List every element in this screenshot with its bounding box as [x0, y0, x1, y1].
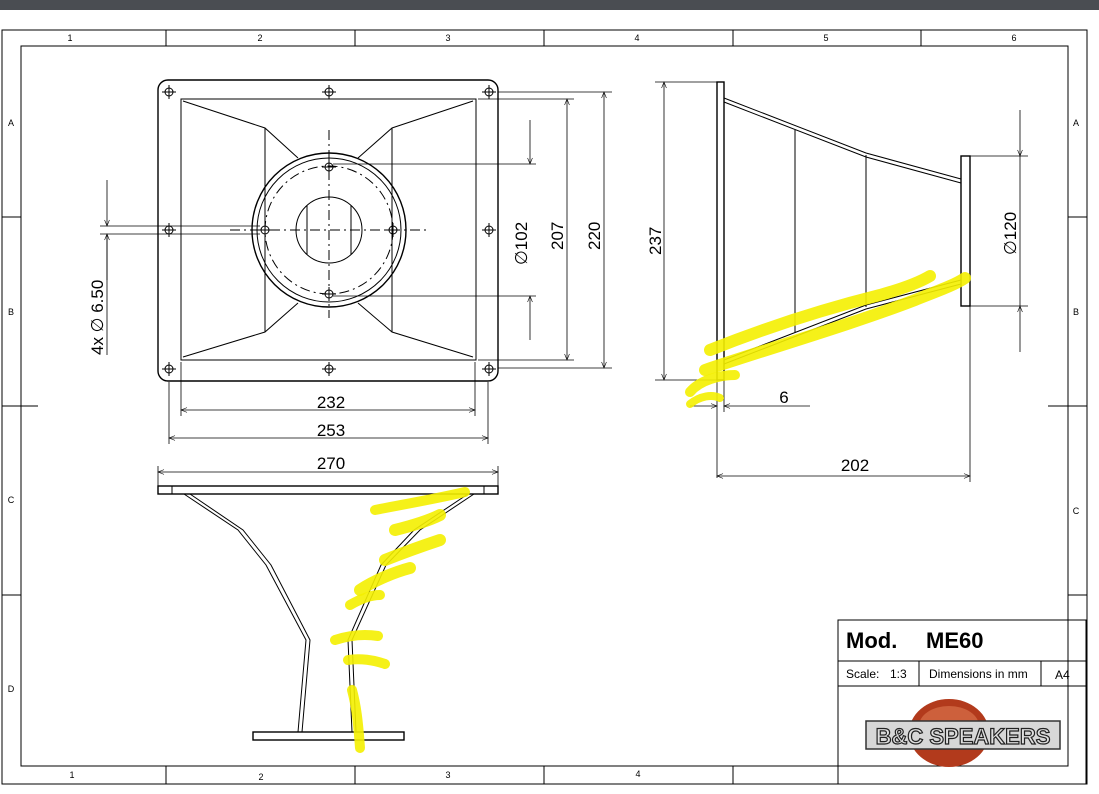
- dim-side-height: 237: [646, 227, 665, 255]
- title-block: Mod. ME60 Scale: 1:3 Dimensions in mm A4…: [837, 619, 1087, 785]
- side-view: 237 ∅120 6 202: [646, 81, 1028, 482]
- title-scale-label: Scale:: [846, 667, 879, 681]
- front-view: 4x ∅ 6.50 ∅102 207 220 232 253: [88, 79, 612, 444]
- zone-row-a-left: A: [8, 118, 14, 128]
- zone-row-c-right: C: [1073, 506, 1080, 516]
- title-mod-label: Mod.: [846, 628, 897, 653]
- dim-depth: 202: [841, 456, 869, 475]
- zone-col-5: 5: [823, 33, 828, 43]
- zone-row-d-left: D: [8, 684, 15, 694]
- zone-col-2: 2: [257, 33, 262, 43]
- dim-outer-width: 253: [317, 421, 345, 440]
- dim-throat-flange-diameter: ∅120: [1001, 212, 1020, 255]
- dim-top-width: 270: [317, 454, 345, 473]
- zone-col-4: 4: [634, 33, 639, 43]
- top-throat-flange: [252, 731, 405, 741]
- zone-col-1: 1: [67, 33, 72, 43]
- zone-bottom-col-3: 3: [445, 770, 450, 780]
- dim-throat-diameter: ∅102: [512, 222, 531, 265]
- title-model: ME60: [926, 628, 983, 653]
- zone-row-b-right: B: [1073, 307, 1079, 317]
- sheet-inner-frame: [20, 45, 1069, 767]
- zone-ticks: [2, 30, 1087, 784]
- title-scale-value: 1:3: [890, 667, 907, 681]
- dim-inner-height: 207: [548, 222, 567, 250]
- bc-speakers-logo: B&C SPEAKERS: [865, 699, 1061, 767]
- dim-hole-note: 4x ∅ 6.50: [88, 280, 107, 355]
- top-flange: [157, 485, 499, 495]
- logo-text: B&C SPEAKERS: [876, 724, 1051, 749]
- dim-outer-height: 220: [585, 222, 604, 250]
- zone-row-c-left: C: [8, 495, 15, 505]
- title-units: Dimensions in mm: [929, 667, 1028, 681]
- zone-bottom-col-2: 2: [258, 772, 263, 782]
- title-paper-size: A4: [1055, 668, 1070, 682]
- sheet-outer-frame: [1, 29, 1088, 785]
- dim-inner-width: 232: [317, 393, 345, 412]
- zone-row-b-left: B: [8, 307, 14, 317]
- highlighter-marks: [330, 270, 971, 753]
- zone-bottom-col-4: 4: [635, 769, 640, 779]
- top-view: 270: [157, 454, 499, 741]
- window-top-bar: [0, 0, 1099, 10]
- zone-bottom-col-1: 1: [69, 770, 74, 780]
- dim-flange-thickness: 6: [779, 388, 788, 407]
- side-flange: [716, 81, 725, 381]
- side-throat-flange: [960, 155, 971, 307]
- zone-row-a-right: A: [1073, 118, 1079, 128]
- front-flange-outline: [157, 79, 499, 382]
- zone-col-3: 3: [445, 33, 450, 43]
- zone-col-6: 6: [1011, 33, 1016, 43]
